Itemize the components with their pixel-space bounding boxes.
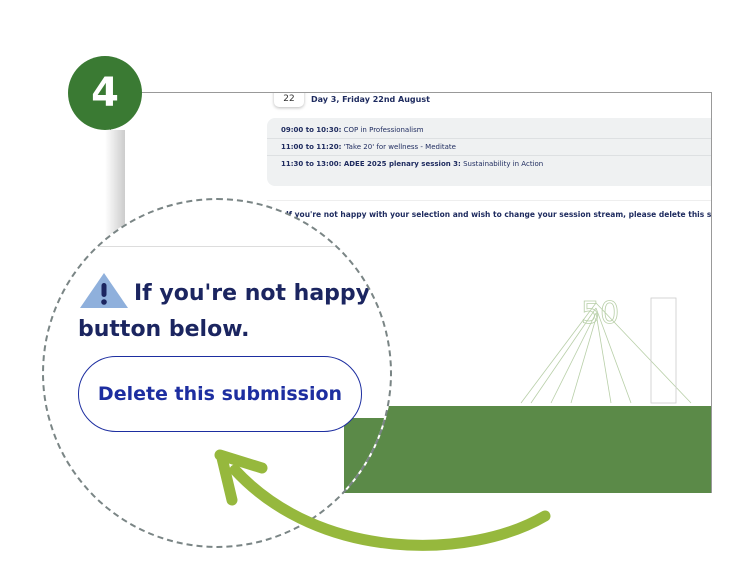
divider xyxy=(64,246,364,247)
delete-notice: If you're not happy with your selection … xyxy=(286,210,712,219)
session-item: 09:00 to 10:30: COP in Professionalism xyxy=(267,122,711,139)
green-footer xyxy=(344,418,390,546)
session-list: 09:00 to 10:30: COP in Professionalism 1… xyxy=(267,118,711,186)
badge-stem xyxy=(105,130,125,240)
step-number-badge: 4 xyxy=(68,56,142,130)
delete-submission-button[interactable]: Delete this submission xyxy=(78,356,362,432)
warning-text: If you're not happy w button below. xyxy=(78,281,392,342)
session-item: 11:30 to 13:00: ADEE 2025 plenary sessio… xyxy=(281,160,544,168)
session-item: 11:00 to 11:20: 'Take 20' for wellness -… xyxy=(267,139,711,156)
day-title: Day 3, Friday 22nd August xyxy=(311,95,430,104)
svg-text:50: 50 xyxy=(581,296,619,331)
dublin-skyline-illustration: 50 xyxy=(520,296,692,404)
date-badge: 22 xyxy=(274,93,304,107)
warning-icon xyxy=(80,273,128,308)
divider xyxy=(267,200,711,201)
magnifier-callout: If you're not happy w button below. Dele… xyxy=(42,198,392,548)
